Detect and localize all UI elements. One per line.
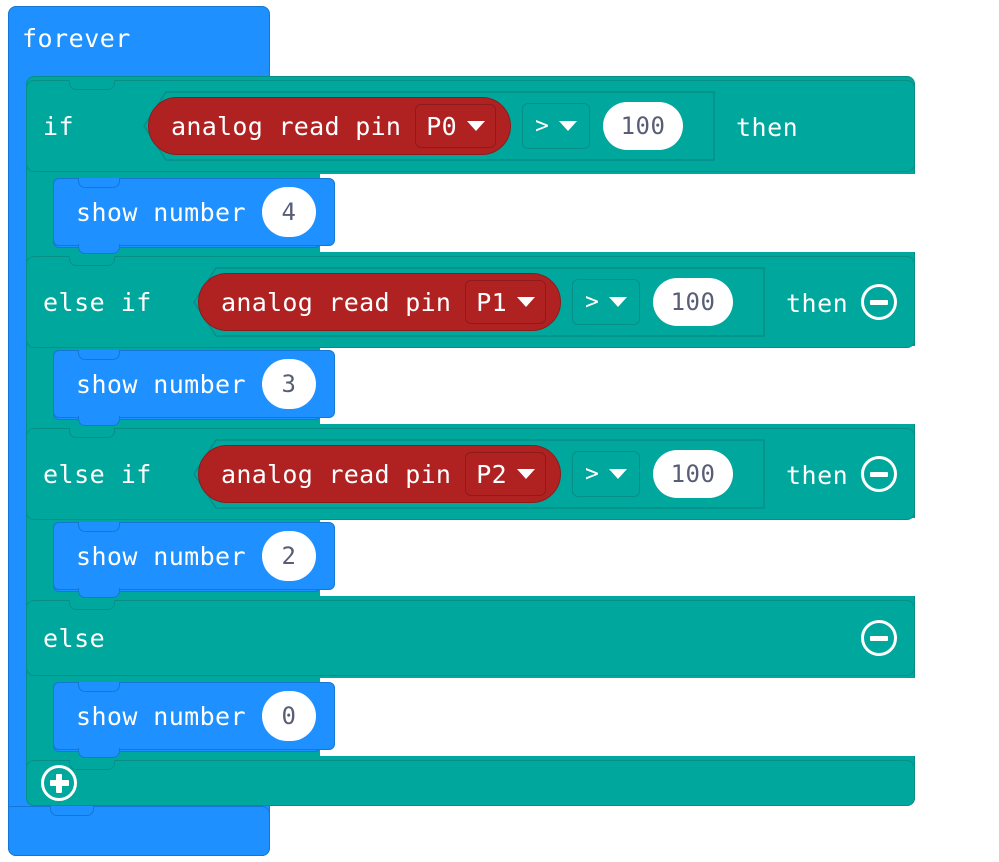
row-notch xyxy=(69,80,115,90)
gap xyxy=(916,252,999,348)
reporter-label: analog read pin xyxy=(221,459,452,489)
workspace-background xyxy=(270,0,999,76)
compare-value-2[interactable]: 100 xyxy=(653,278,733,326)
minus-bar xyxy=(870,299,888,305)
compare-value-1[interactable]: 100 xyxy=(603,102,683,150)
pin-value: P1 xyxy=(476,287,507,317)
show-number-label: show number xyxy=(76,541,246,571)
pin-dropdown-1[interactable]: P0 xyxy=(415,104,496,148)
stmt-tab xyxy=(78,244,120,254)
reporter-label: analog read pin xyxy=(221,287,452,317)
gap xyxy=(320,678,999,756)
show-number-block-2[interactable]: show number 3 xyxy=(53,350,335,426)
show-number-value-2[interactable]: 3 xyxy=(261,359,316,409)
stmt-notch xyxy=(78,178,120,188)
show-number-block-3[interactable]: show number 2 xyxy=(53,522,335,598)
operator-dropdown-1[interactable]: > xyxy=(522,103,590,149)
gap xyxy=(916,424,999,520)
chevron-down-icon xyxy=(608,297,627,307)
gap xyxy=(320,174,999,252)
pin-value: P2 xyxy=(476,459,507,489)
minus-bar xyxy=(870,635,888,641)
analog-read-pin-reporter-3[interactable]: analog read pin P2 xyxy=(198,445,561,503)
then-label-1: then xyxy=(736,113,799,142)
show-number-label: show number xyxy=(76,701,246,731)
pin-dropdown-3[interactable]: P2 xyxy=(465,452,546,496)
stmt-tab xyxy=(78,748,120,758)
gap xyxy=(916,596,999,680)
forever-bottom-notch xyxy=(50,806,94,816)
number-value: 4 xyxy=(281,198,297,226)
gap xyxy=(916,756,999,806)
if-keyword: if xyxy=(43,111,75,141)
gap xyxy=(320,518,999,596)
then-label-2: then xyxy=(786,289,849,318)
forever-label: forever xyxy=(22,24,131,53)
row-notch xyxy=(69,600,115,610)
show-number-value-4[interactable]: 0 xyxy=(261,691,316,741)
show-number-block-4[interactable]: show number 0 xyxy=(53,682,335,758)
else-if-keyword: else if xyxy=(43,459,152,489)
stmt-notch xyxy=(78,522,120,532)
show-number-block-1[interactable]: show number 4 xyxy=(53,178,335,254)
chevron-down-icon xyxy=(466,121,485,131)
number-value: 2 xyxy=(281,542,297,570)
number-value: 100 xyxy=(620,112,666,140)
pin-value: P0 xyxy=(426,111,457,141)
chevron-down-icon xyxy=(516,469,535,479)
then-label-3: then xyxy=(786,461,849,490)
analog-read-pin-reporter-2[interactable]: analog read pin P1 xyxy=(198,273,561,331)
gap xyxy=(916,76,999,172)
forever-bottom-lip xyxy=(8,806,270,856)
pin-dropdown-2[interactable]: P1 xyxy=(465,280,546,324)
stmt-notch xyxy=(78,350,120,360)
analog-read-pin-reporter-1[interactable]: analog read pin P0 xyxy=(148,97,511,155)
plus-circle-icon[interactable] xyxy=(41,765,77,801)
stmt-tab xyxy=(78,588,120,598)
row-notch xyxy=(69,428,115,438)
minus-bar xyxy=(870,471,888,477)
number-value: 100 xyxy=(670,288,716,316)
else-if-keyword: else if xyxy=(43,287,152,317)
show-number-label: show number xyxy=(76,369,246,399)
plus-bar-v xyxy=(56,773,62,793)
gap xyxy=(270,806,999,862)
operator-value: > xyxy=(585,461,599,487)
operator-value: > xyxy=(535,113,549,139)
operator-dropdown-3[interactable]: > xyxy=(572,451,640,497)
number-value: 100 xyxy=(670,460,716,488)
if-else-footer[interactable] xyxy=(26,760,915,806)
minus-circle-icon-2[interactable] xyxy=(861,284,897,320)
show-number-value-1[interactable]: 4 xyxy=(261,187,316,237)
chevron-down-icon xyxy=(516,297,535,307)
show-number-value-3[interactable]: 2 xyxy=(261,531,316,581)
number-value: 0 xyxy=(281,702,297,730)
else-row[interactable]: else xyxy=(26,600,915,676)
number-value: 3 xyxy=(281,370,297,398)
operator-dropdown-2[interactable]: > xyxy=(572,279,640,325)
stmt-tab xyxy=(78,416,120,426)
row-notch xyxy=(69,256,115,266)
minus-circle-icon-4[interactable] xyxy=(861,620,897,656)
reporter-label: analog read pin xyxy=(171,111,402,141)
operator-value: > xyxy=(585,289,599,315)
stmt-notch xyxy=(78,682,120,692)
chevron-down-icon xyxy=(608,469,627,479)
else-keyword: else xyxy=(43,623,106,653)
gap xyxy=(320,346,999,424)
show-number-label: show number xyxy=(76,197,246,227)
chevron-down-icon xyxy=(558,121,577,131)
compare-value-3[interactable]: 100 xyxy=(653,450,733,498)
minus-circle-icon-3[interactable] xyxy=(861,456,897,492)
row-notch xyxy=(69,760,115,770)
